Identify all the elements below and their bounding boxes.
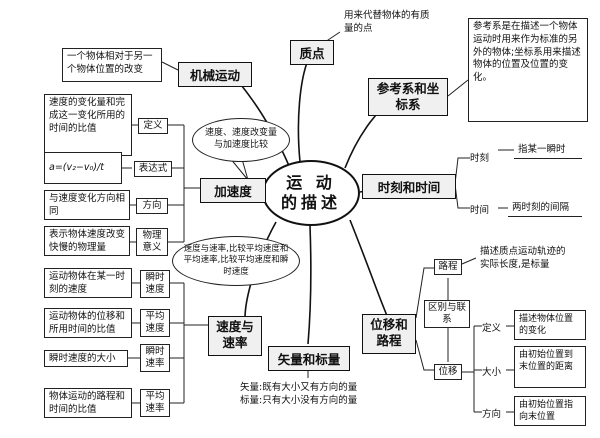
weiyi-daxiao-label: 大小	[482, 364, 502, 378]
branch-weiyi-lucheng: 位移和路程	[362, 314, 416, 354]
lucheng-description: 描述质点运动轨迹的实际长度,是标量	[476, 244, 576, 274]
sudu-item-2-label: 平均速度	[140, 309, 170, 337]
lucheng-label: 路程	[434, 259, 462, 276]
sudu-item-4-label: 平均速率	[140, 389, 170, 417]
jiasudu-comparison-bubble: 速度、速度改变量与加速度比较	[192, 118, 290, 162]
sudu-item-3-label: 瞬时速率	[140, 344, 170, 372]
jiasudu-fangxiang-label: 方向	[136, 198, 168, 215]
shike-label: 时刻	[470, 150, 490, 164]
central-topic: 运 动 的描述	[262, 160, 360, 226]
branch-jiasudu: 加速度	[200, 178, 266, 203]
jiasudu-formula: a=(v₂−v₀)/t	[44, 152, 122, 184]
shiliang-description: 矢量:既有大小又有方向的量 标量:只有大小没有方向的量	[236, 380, 386, 412]
branch-shike-shijian: 时刻和时间	[362, 174, 456, 199]
shijian-label: 时间	[470, 202, 490, 216]
jixie-description: 一个物体相对于另一个物体位置的改变	[62, 48, 162, 82]
sudu-item-1-label: 瞬时速度	[140, 270, 170, 298]
branch-sudu-sulv: 速度与速率	[208, 316, 262, 356]
central-topic-line1: 运 动	[286, 173, 336, 192]
branch-zhidian: 质点	[290, 40, 334, 65]
weiyi-label: 位移	[434, 364, 462, 381]
jiasudu-fangxiang-description: 与速度变化方向相同	[44, 190, 130, 220]
jiasudu-wuli-label: 物理意义	[136, 228, 168, 256]
weiyi-fangxiang-description: 由初始位置指向末位置	[514, 396, 586, 426]
weiyi-dingyi-description: 描述物体位置的变化	[514, 310, 586, 340]
jiasudu-wuli-description: 表示物体速度改变快慢的物理量	[44, 226, 130, 256]
shiliang-scalar-line: 标量:只有大小没有方向的量	[240, 394, 358, 406]
zhidian-description: 用来代替物体的有质量的点	[340, 8, 436, 44]
jiasudu-biaodashi-label: 表达式	[134, 161, 172, 178]
central-topic-line2: 的描述	[280, 193, 341, 212]
sudu-item-4-description: 物体运动的路程和时间的比值	[44, 388, 132, 418]
sudu-comparison-bubble: 速度与速率,比较平均速度和平均速率,比较平均速度和瞬时速度	[172, 236, 300, 286]
sudu-item-3-description: 瞬时速度的大小	[44, 350, 128, 367]
sudu-item-1-description: 运动物体在某一时刻的速度	[44, 268, 132, 298]
weiyi-daxiao-description: 由初始位置到末位置的距离	[514, 346, 586, 388]
weiyi-dingyi-label: 定义	[482, 320, 502, 334]
jiasudu-dingyi-description: 速度的变化量和完成这一变化所用的时间的比值	[44, 94, 132, 156]
branch-shiliang-biaoliang: 矢量和标量	[268, 346, 350, 371]
shike-description: 指某一瞬时	[514, 142, 582, 159]
shiliang-vector-line: 矢量:既有大小又有方向的量	[240, 382, 358, 393]
cankaoxi-description: 参考系是在描述一个物体运动时用来作为标准的另外的物体;坐标系用来描述物体的位置及…	[468, 18, 588, 122]
branch-cankaoxi: 参考系和坐标系	[368, 78, 448, 116]
weiyi-fangxiang-label: 方向	[482, 406, 502, 420]
qubie-lianxi-label: 区别与联系	[424, 300, 470, 328]
branch-jixie-yundong: 机械运动	[178, 62, 252, 87]
shijian-description: 两时刻的间隔	[508, 200, 582, 217]
jiasudu-dingyi-label: 定义	[138, 118, 168, 135]
sudu-item-2-description: 运动物体的位移和所用时间的比值	[44, 308, 132, 338]
